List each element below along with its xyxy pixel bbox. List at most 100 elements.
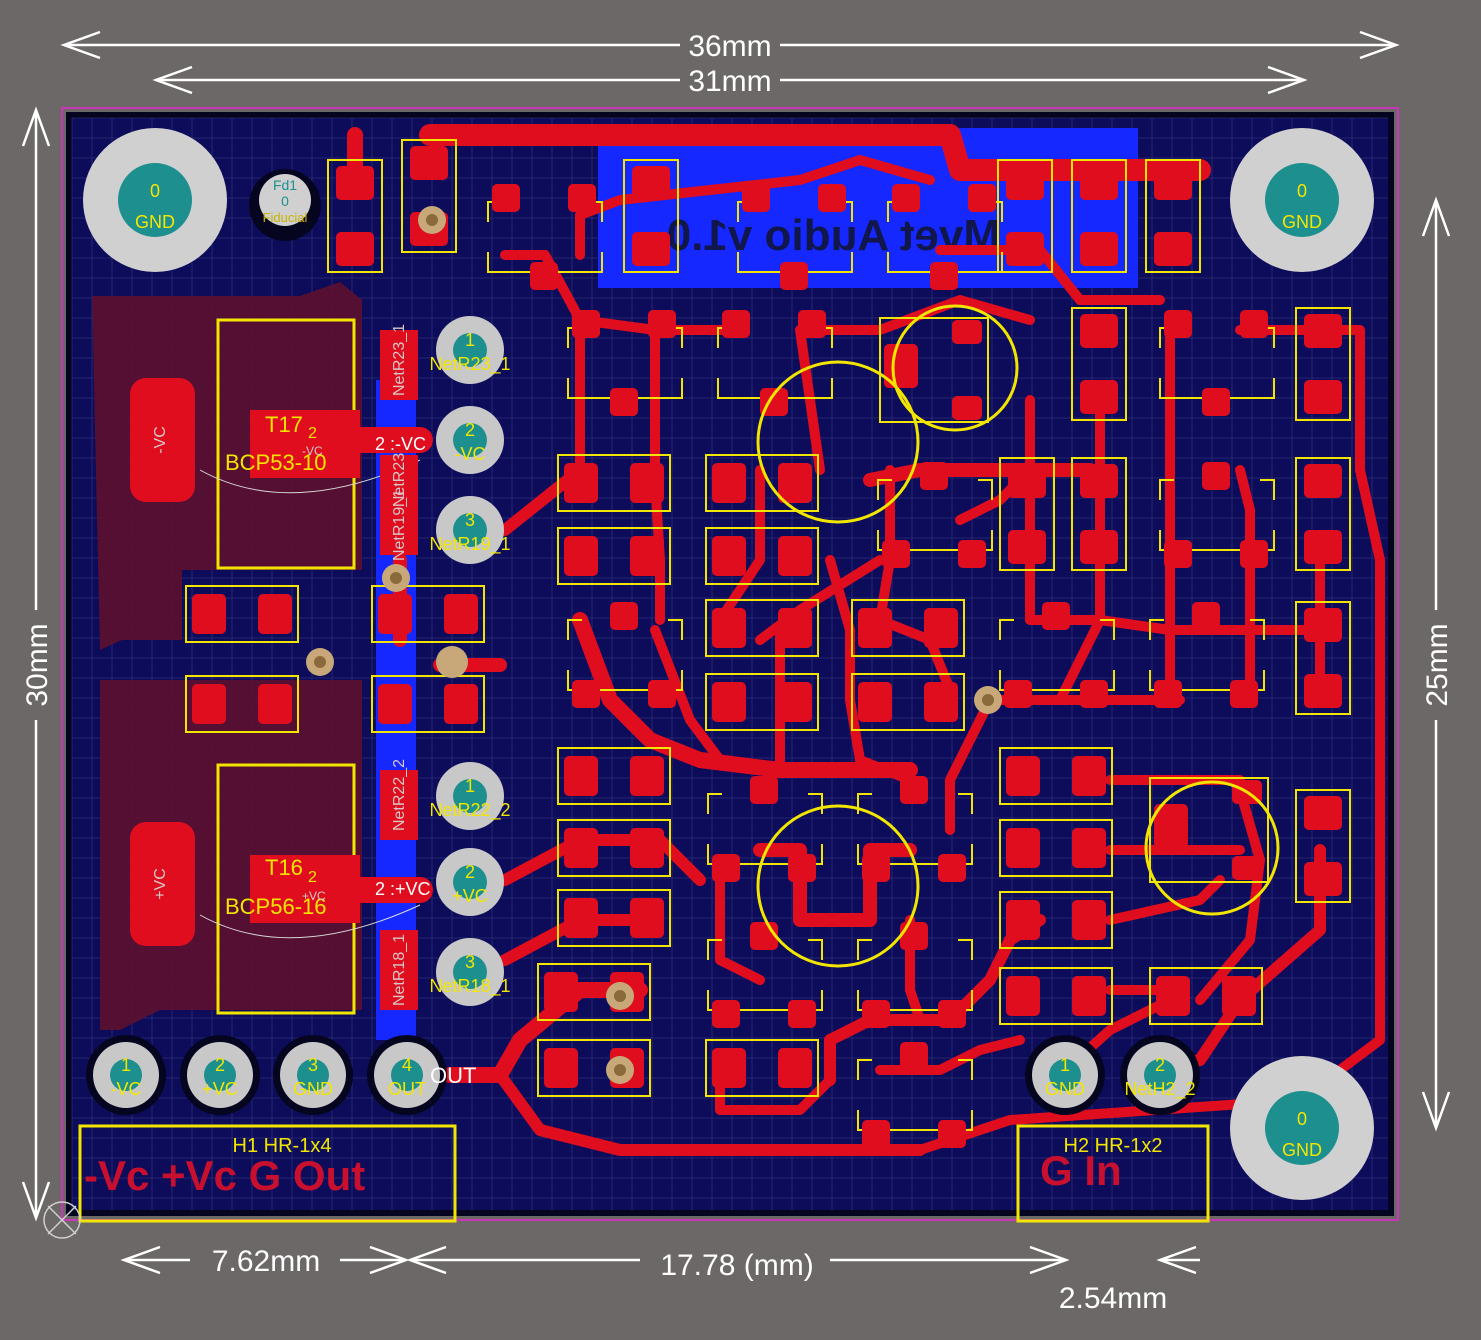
- dim-top-inner: 31mm: [688, 65, 771, 98]
- component-d2[interactable]: [705, 673, 819, 731]
- pad-net: -VC: [455, 444, 486, 464]
- pin-number: 2: [1155, 1055, 1165, 1075]
- component-r23[interactable]: [371, 585, 485, 643]
- component-d1[interactable]: [857, 1042, 973, 1148]
- origin-marker: [43, 1201, 81, 1239]
- component-r12[interactable]: [1071, 307, 1127, 421]
- component-c7[interactable]: [705, 599, 819, 657]
- rp1-outline: [1144, 780, 1280, 916]
- dim-bottom-left: 7.62mm: [212, 1245, 320, 1278]
- component-r18[interactable]: [557, 819, 671, 877]
- pin-net: GND: [1045, 1079, 1085, 1099]
- header-pin[interactable]: 2+VC: [180, 1035, 260, 1115]
- component-c8[interactable]: [1071, 159, 1127, 273]
- component-r2[interactable]: [1295, 789, 1351, 903]
- component-r3[interactable]: [999, 819, 1113, 877]
- pad-number: 1: [465, 776, 475, 796]
- component-rp1[interactable]: [1149, 777, 1269, 883]
- pad-number: 2: [465, 420, 475, 440]
- through-pad[interactable]: 2 -VC: [436, 406, 504, 474]
- component-t12[interactable]: [707, 922, 823, 1028]
- component-c2[interactable]: [1295, 601, 1351, 715]
- header-h1-out-label: OUT: [430, 1063, 476, 1088]
- component-r1[interactable]: [1149, 967, 1263, 1025]
- component-r13[interactable]: [623, 159, 679, 273]
- component-t10[interactable]: [707, 776, 823, 882]
- component-t14[interactable]: [567, 602, 683, 708]
- fiducial-fd1[interactable]: Fd1 0 Fiducial: [249, 169, 321, 241]
- component-r19[interactable]: [557, 454, 671, 512]
- component-r21[interactable]: [327, 159, 383, 273]
- pad-number: 3: [465, 510, 475, 530]
- component-rp2[interactable]: [879, 317, 989, 423]
- component-r8[interactable]: [1295, 307, 1351, 421]
- component-c5[interactable]: [1071, 457, 1127, 571]
- component-r11[interactable]: [999, 457, 1055, 571]
- component-c3[interactable]: [851, 599, 965, 657]
- t16-ref: T16: [265, 855, 303, 880]
- through-pad[interactable]: 2+VC: [436, 848, 504, 916]
- components: [185, 139, 1351, 1148]
- net-label: NetR18_1: [391, 934, 408, 1006]
- component-t7[interactable]: [857, 776, 973, 882]
- fiducial-ref: Fd1: [273, 177, 297, 193]
- component-r17[interactable]: [557, 527, 671, 585]
- vias: [306, 206, 1002, 1084]
- component-r4[interactable]: [999, 891, 1113, 949]
- component-c11[interactable]: [185, 675, 299, 733]
- pad-net: NetR19_1: [429, 534, 510, 555]
- component-t4[interactable]: [1159, 310, 1275, 416]
- component-r15[interactable]: [997, 159, 1053, 273]
- power-transistor-t17[interactable]: -VC T17 2 BCP53-10 2 :-VC -VC: [130, 318, 426, 570]
- t17-pin-net: -VC: [302, 444, 323, 458]
- component-c1[interactable]: [999, 967, 1113, 1025]
- pad-net: +VC: [452, 886, 488, 906]
- t16-pin-net: +VC: [302, 889, 326, 903]
- power-transistor-t16[interactable]: +VC T16 2 BCP56-16 2 :+VC +VC: [130, 763, 431, 1015]
- mounting-hole-net: GND: [1282, 212, 1322, 232]
- net-label: NetR19_1: [391, 489, 408, 561]
- component-r14[interactable]: [705, 1039, 819, 1097]
- component-c6[interactable]: [705, 454, 819, 512]
- component-t6[interactable]: [717, 310, 833, 416]
- component-t8[interactable]: [877, 462, 993, 568]
- header-h2-silk: G In: [1040, 1147, 1122, 1194]
- mounting-hole-bottom-right[interactable]: 0 GND: [1230, 1056, 1374, 1200]
- t17-pin: 2: [308, 425, 317, 442]
- pad-net: NetR18_1: [429, 976, 510, 997]
- header-h1-title: H1 HR-1x4: [233, 1135, 332, 1157]
- mounting-hole-top-left[interactable]: 0 GND: [83, 128, 227, 272]
- component-t9[interactable]: [567, 310, 683, 416]
- component-t13[interactable]: [887, 184, 1003, 290]
- component-t15[interactable]: [487, 184, 603, 290]
- component-r20[interactable]: [557, 747, 671, 805]
- net-label: NetR22_2: [391, 759, 408, 831]
- header-pin[interactable]: 1-VC: [86, 1035, 166, 1115]
- component-r16[interactable]: [705, 527, 819, 585]
- component-t5[interactable]: [999, 602, 1115, 708]
- component-c4[interactable]: [557, 889, 671, 947]
- component-r9[interactable]: [851, 673, 965, 731]
- component-r22[interactable]: [371, 675, 485, 733]
- component-t2[interactable]: [1149, 602, 1265, 708]
- component-t11[interactable]: [737, 184, 853, 290]
- component-r7[interactable]: [1295, 457, 1351, 571]
- mounting-hole-top-right[interactable]: 0 GND: [1230, 128, 1374, 272]
- component-t1[interactable]: [1159, 462, 1275, 568]
- component-r6[interactable]: [999, 747, 1113, 805]
- header-h1[interactable]: H1 HR-1x4 -Vc +Vc G Out 1-VC2+VC3GND4OUT…: [78, 1035, 476, 1223]
- component-c12[interactable]: [185, 585, 299, 643]
- pin-number: 2: [215, 1055, 225, 1075]
- component-r5[interactable]: [1145, 159, 1201, 273]
